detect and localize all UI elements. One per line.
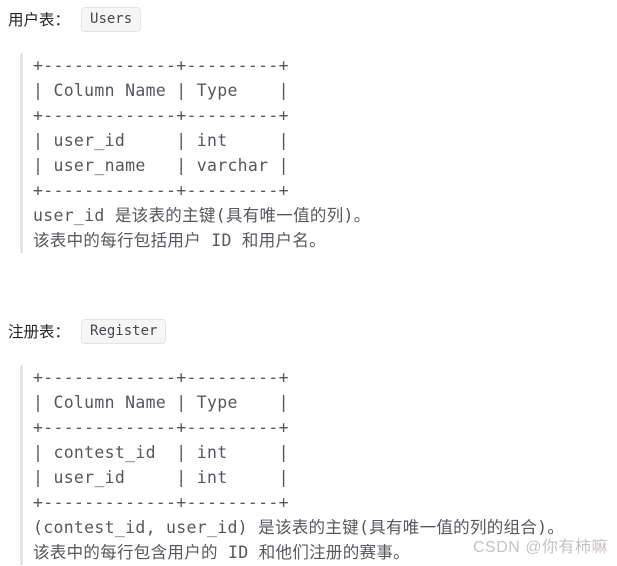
section-header: 注册表： Register bbox=[8, 318, 617, 344]
ascii-line: +-------------+---------+ bbox=[33, 368, 289, 387]
ascii-line: | contest_id | int | bbox=[33, 443, 289, 462]
ascii-line: | user_id | int | bbox=[33, 468, 289, 487]
description-line: (contest_id, user_id) 是该表的主键(具有唯一值的列的组合)… bbox=[33, 518, 565, 537]
ascii-line: | Column Name | Type | bbox=[33, 393, 289, 412]
schema-blockquote: +-------------+---------+ | Column Name … bbox=[20, 53, 617, 253]
watermark: CSDN @你有柿嘛 bbox=[472, 539, 608, 556]
ascii-line: | user_id | int | bbox=[33, 131, 289, 150]
ascii-table: +-------------+---------+ | Column Name … bbox=[33, 53, 617, 203]
schema-blockquote: +-------------+---------+ | Column Name … bbox=[20, 365, 617, 565]
ascii-line: +-------------+---------+ bbox=[33, 56, 289, 75]
ascii-line: +-------------+---------+ bbox=[33, 181, 289, 200]
table-name-badge: Users bbox=[81, 6, 142, 32]
ascii-line: | user_name | varchar | bbox=[33, 156, 289, 175]
ascii-line: +-------------+---------+ bbox=[33, 106, 289, 125]
table-description: user_id 是该表的主键(具有唯一值的列)。 该表中的每行包括用户 ID 和… bbox=[33, 203, 617, 253]
ascii-line: | Column Name | Type | bbox=[33, 81, 289, 100]
ascii-line: +-------------+---------+ bbox=[33, 493, 289, 512]
ascii-line: +-------------+---------+ bbox=[33, 418, 289, 437]
table-section-users: 用户表： Users +-------------+---------+ | C… bbox=[8, 6, 617, 253]
section-header: 用户表： Users bbox=[8, 6, 617, 32]
table-description: (contest_id, user_id) 是该表的主键(具有唯一值的列的组合)… bbox=[33, 515, 617, 565]
description-line: 该表中的每行包括用户 ID 和用户名。 bbox=[33, 231, 326, 250]
section-label: 注册表： bbox=[8, 324, 71, 341]
section-label: 用户表： bbox=[8, 12, 71, 29]
ascii-table: +-------------+---------+ | Column Name … bbox=[33, 365, 617, 515]
table-name-badge: Register bbox=[81, 318, 167, 344]
description-line: 该表中的每行包含用户的 ID 和他们注册的赛事。 bbox=[33, 543, 410, 562]
description-line: user_id 是该表的主键(具有唯一值的列)。 bbox=[33, 206, 371, 225]
table-section-register: 注册表： Register +-------------+---------+ … bbox=[8, 318, 617, 565]
